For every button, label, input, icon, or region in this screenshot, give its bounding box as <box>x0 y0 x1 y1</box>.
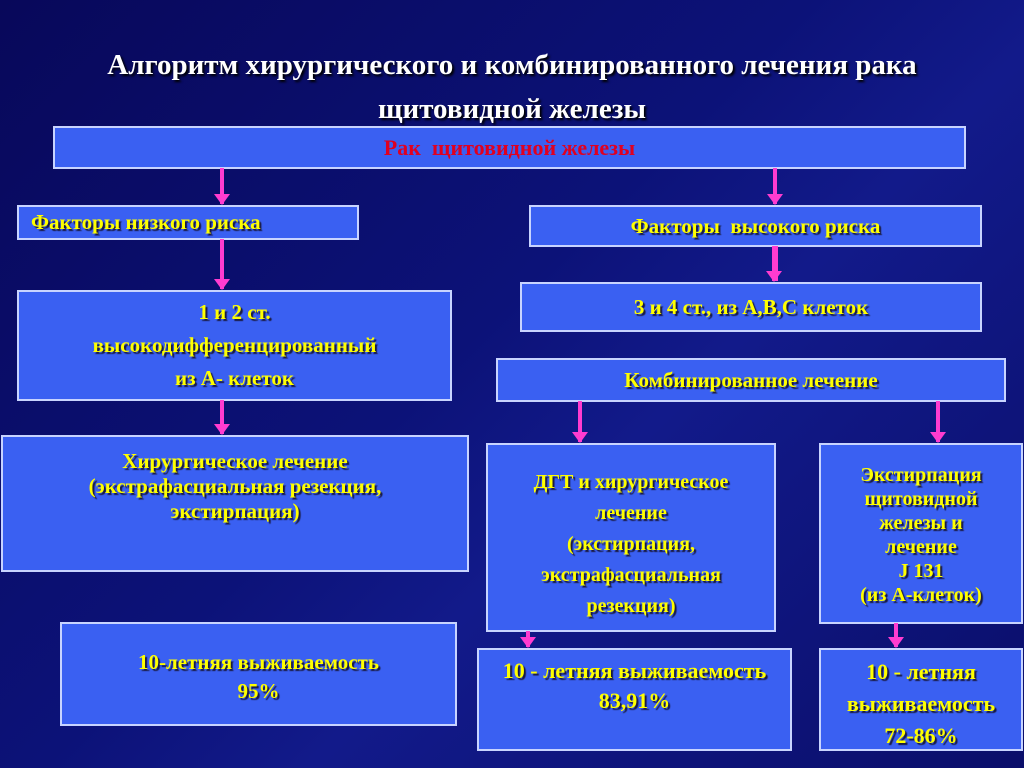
treatment-line: экстирпация) <box>170 499 300 523</box>
treatment-line: Хирургическое лечение <box>122 449 348 473</box>
ext-line: Экстирпация <box>860 464 982 486</box>
dgt-survival-box: 10 - летняя выживаемость 83,91% <box>477 648 792 751</box>
stage-line: высокодифференцированный <box>92 333 377 357</box>
survival-line: 10 - летняя <box>866 659 976 684</box>
high-risk-label: Факторы высокого риска <box>630 213 881 238</box>
combined-treatment-box: Комбинированное лечение <box>496 358 1006 402</box>
arrow-icon <box>888 623 904 648</box>
title-line-2: щитовидной железы <box>378 93 646 125</box>
stage-line: 1 и 2 ст. <box>198 300 271 324</box>
arrow-icon <box>766 246 782 282</box>
low-risk-label: Факторы низкого риска <box>31 210 261 234</box>
ext-line: (из А-клеток) <box>860 584 982 606</box>
slide-title: Алгоритм хирургического и комбинированно… <box>0 46 1024 128</box>
low-risk-box: Факторы низкого риска <box>17 205 359 240</box>
survival-line: 10 - летняя выживаемость <box>502 658 767 683</box>
low-survival-box: 10-летняя выживаемость 95% <box>60 622 457 726</box>
treatment-line: (экстрафасциальная резекция, <box>88 474 382 498</box>
high-stage-label: 3 и 4 ст., из А,В,С клеток <box>633 294 869 319</box>
dgt-box: ДГТ и хирургическое лечение (экстирпация… <box>486 443 776 632</box>
arrow-icon <box>520 631 536 648</box>
extirpation-box: Экстирпация щитовидной железы и лечение … <box>819 443 1023 624</box>
ext-line: лечение <box>885 536 957 558</box>
arrow-icon <box>214 400 230 435</box>
survival-value: 72-86% <box>884 723 958 748</box>
root-box: Рак щитовидной железы <box>53 126 966 169</box>
ext-line: J 131 <box>898 560 944 582</box>
title-line-1: Алгоритм хирургического и комбинированно… <box>107 49 917 81</box>
stage-line: из А- клеток <box>174 366 295 390</box>
arrow-icon <box>572 401 588 443</box>
root-label: Рак щитовидной железы <box>383 135 636 160</box>
high-stage-box: 3 и 4 ст., из А,В,С клеток <box>520 282 982 332</box>
combined-label: Комбинированное лечение <box>624 367 878 392</box>
arrow-icon <box>214 239 230 290</box>
dgt-line: ДГТ и хирургическое <box>533 471 729 493</box>
arrow-icon <box>214 168 230 205</box>
arrow-icon <box>767 168 783 205</box>
dgt-line: лечение <box>595 502 667 524</box>
surgical-treatment-box: Хирургическое лечение (экстрафасциальная… <box>1 435 469 572</box>
survival-line: выживаемость <box>846 691 996 716</box>
dgt-line: (экстирпация, <box>566 533 696 555</box>
survival-value: 83,91% <box>598 688 671 713</box>
ext-line: щитовидной <box>864 488 978 510</box>
survival-line: 10-летняя выживаемость <box>138 650 379 674</box>
ext-line: железы и <box>879 512 963 534</box>
low-stage-box: 1 и 2 ст. высокодифференцированный из А-… <box>17 290 452 401</box>
survival-value: 95% <box>237 679 280 703</box>
dgt-line: резекция) <box>586 595 676 617</box>
ext-survival-box: 10 - летняя выживаемость 72-86% <box>819 648 1023 751</box>
arrow-icon <box>930 401 946 443</box>
high-risk-box: Факторы высокого риска <box>529 205 982 247</box>
dgt-line: экстрафасциальная <box>541 564 721 586</box>
